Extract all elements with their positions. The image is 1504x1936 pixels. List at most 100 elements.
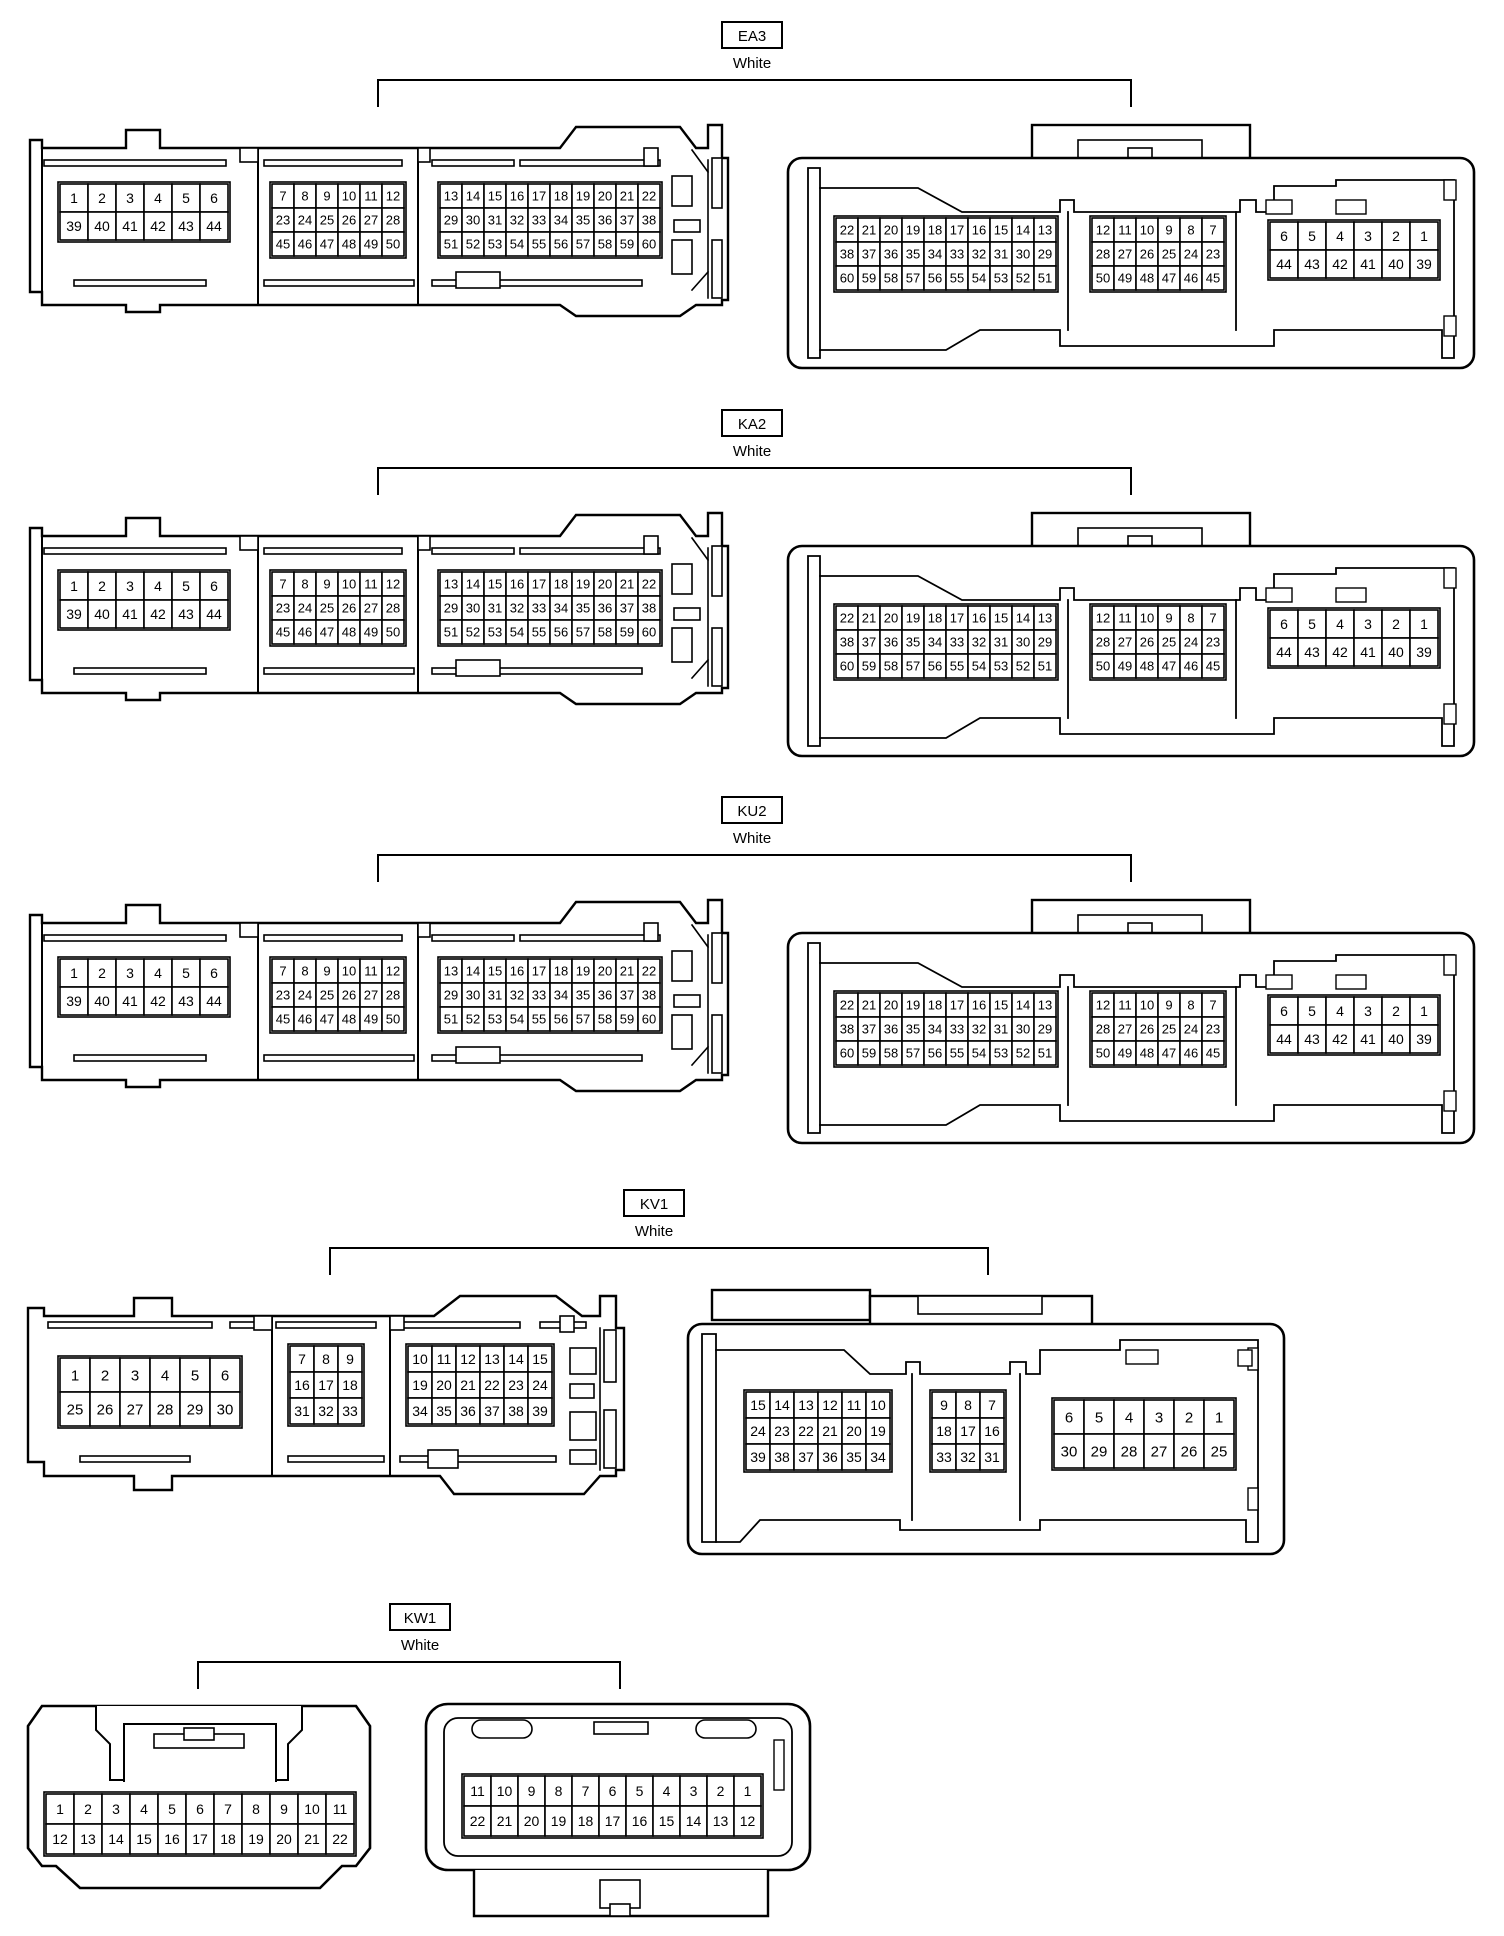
pin-number: 10: [497, 1783, 513, 1799]
pin: 8: [1179, 605, 1203, 631]
pin: 20: [593, 958, 617, 984]
pin: 33: [337, 1397, 363, 1425]
pin-number: 21: [862, 998, 876, 1013]
pin: 44: [199, 599, 229, 629]
pin: 2: [87, 958, 117, 988]
pin-number: 41: [122, 993, 138, 1009]
pin: 57: [901, 653, 925, 679]
pin: 11: [1113, 992, 1137, 1018]
pin: 10: [337, 958, 361, 984]
connector-bracket: [329, 1247, 989, 1275]
pin: 52: [461, 619, 485, 645]
pin-cell: [143, 183, 173, 213]
pin: 10: [1135, 217, 1159, 243]
pin-number: 2: [1392, 1003, 1400, 1019]
pin: 60: [835, 1040, 859, 1066]
pin-cell: [87, 599, 117, 629]
pin: 39: [1409, 637, 1439, 667]
pin-number: 37: [862, 635, 876, 650]
pin-number: 8: [1187, 998, 1194, 1013]
pin-number: 19: [870, 1423, 886, 1439]
pin-number: 39: [66, 218, 82, 234]
pin: 7: [289, 1345, 315, 1373]
pin-number: 36: [884, 1022, 898, 1037]
pin-number: 24: [298, 213, 312, 228]
pin-number: 40: [1388, 644, 1404, 660]
housing-part: [79, 1455, 191, 1463]
pin-number: 34: [870, 1449, 886, 1465]
pin: 36: [593, 982, 617, 1008]
pin: 33: [931, 1443, 957, 1471]
housing-part: [695, 1719, 757, 1739]
pin: 11: [1113, 605, 1137, 631]
housing-part: [673, 607, 701, 621]
pin: 8: [955, 1391, 981, 1419]
pin: 55: [945, 653, 969, 679]
pin: 9: [315, 571, 339, 597]
pin: 54: [967, 265, 991, 291]
pin: 23: [769, 1417, 795, 1445]
pin: 47: [315, 231, 339, 257]
pin: 45: [1201, 265, 1225, 291]
pin-number: 40: [94, 218, 110, 234]
pin-number: 18: [554, 964, 568, 979]
pin-cell: [59, 599, 89, 629]
pin-number: 32: [318, 1403, 334, 1419]
pin: 31: [979, 1443, 1005, 1471]
pin-number: 8: [301, 189, 308, 204]
pin-number: 20: [436, 1377, 452, 1393]
pin-number: 42: [1332, 644, 1348, 660]
housing-part: [711, 239, 723, 299]
housing-part: [253, 1315, 273, 1331]
pin-number: 36: [884, 635, 898, 650]
pin: 7: [1201, 217, 1225, 243]
pin-number: 18: [578, 1813, 594, 1829]
pin: 1: [59, 958, 89, 988]
pin: 28: [381, 982, 405, 1008]
pin-number: 35: [436, 1403, 452, 1419]
pin-number: 12: [386, 189, 400, 204]
pin-cell: [87, 958, 117, 988]
housing-part: [73, 1054, 207, 1062]
pin: 51: [439, 1006, 463, 1032]
pin-number: 38: [642, 213, 656, 228]
pin-number: 11: [364, 189, 378, 204]
pin: 46: [293, 1006, 317, 1032]
pin: 47: [315, 619, 339, 645]
pin: 25: [315, 207, 339, 233]
pin-number: 53: [488, 625, 502, 640]
pin: 56: [923, 653, 947, 679]
pin-number: 39: [66, 993, 82, 1009]
pin: 31: [289, 1397, 315, 1425]
housing-part: [43, 934, 227, 942]
pin-number: 17: [532, 189, 546, 204]
pin-number: 25: [1211, 1443, 1228, 1460]
pin: 45: [1201, 1040, 1225, 1066]
pin-number: 52: [466, 1012, 480, 1027]
pin-number: 51: [444, 237, 458, 252]
housing-line: [690, 923, 710, 949]
pin: 20: [879, 992, 903, 1018]
pin: 54: [967, 653, 991, 679]
pin: 38: [637, 982, 661, 1008]
pin: 25: [315, 595, 339, 621]
pin: 21: [297, 1823, 327, 1855]
connector-code-box: [623, 1189, 685, 1217]
pin: 15: [527, 1345, 553, 1373]
pin-number: 54: [510, 237, 524, 252]
pin-number: 21: [304, 1831, 320, 1847]
connector-code-box: [721, 21, 783, 49]
pin: 13: [706, 1805, 735, 1837]
pin: 39: [59, 986, 89, 1016]
pin-number: 14: [108, 1831, 124, 1847]
connector-bracket: [377, 467, 1132, 495]
pin: 20: [517, 1805, 546, 1837]
pin: 60: [835, 265, 859, 291]
connector-color: White: [733, 830, 771, 847]
pin-number: 6: [1065, 1409, 1073, 1426]
pin: 5: [157, 1793, 187, 1825]
pin: 22: [463, 1805, 492, 1837]
pin-number: 30: [1016, 247, 1030, 262]
